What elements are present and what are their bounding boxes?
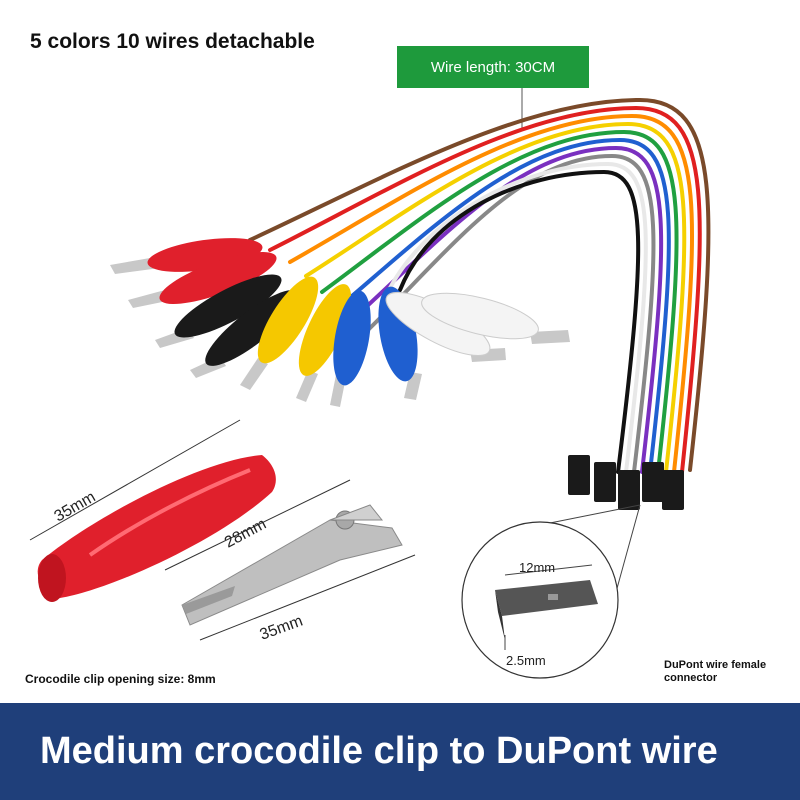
headline: 5 colors 10 wires detachable <box>30 30 315 53</box>
clip-white-1 <box>385 291 506 362</box>
dupont-connector <box>662 470 684 510</box>
wire-red <box>268 105 702 474</box>
clip-red-2 <box>128 252 277 308</box>
wire-purple <box>350 145 664 474</box>
wire-black <box>398 169 641 474</box>
dupont-connector <box>594 462 616 502</box>
wire-green <box>320 129 679 474</box>
bottom-banner: Medium crocodile clip to DuPont wire <box>0 703 800 800</box>
wire-blue <box>336 137 671 474</box>
dupont-connector <box>568 455 590 495</box>
wire-grey <box>366 153 656 474</box>
clip-opening-caption: Crocodile clip opening size: 8mm <box>25 672 216 686</box>
crocodile-clips <box>110 238 570 407</box>
clip-length-dimension-line <box>199 554 416 641</box>
dupont-connectors <box>568 455 684 510</box>
detail-pointer-line <box>539 504 641 526</box>
red-sleeve <box>37 455 276 602</box>
connector-caption-line1: DuPont wire female <box>664 659 767 671</box>
wire-length-badge: Wire length: 30CM <box>397 46 589 88</box>
clip-black-1 <box>155 274 282 348</box>
ribbon-cable <box>248 97 711 474</box>
connector-caption-line2: connector <box>664 672 718 684</box>
sleeve-length-label: 35mm <box>52 489 99 526</box>
connector-closeup <box>495 564 598 650</box>
clip-yellow-2 <box>296 284 352 402</box>
connector-pitch-label: 2.5mm <box>506 653 546 668</box>
clip-width-dimension-line <box>164 479 351 571</box>
clip-length-label: 35mm <box>258 613 306 644</box>
dupont-connector <box>642 462 664 502</box>
connector-caption: DuPont wire female connector <box>664 659 789 685</box>
dupont-connector <box>618 470 640 510</box>
sleeve-dimension-line <box>29 419 241 541</box>
connector-length-label: 12mm <box>519 560 555 575</box>
clip-blue-1 <box>330 290 371 407</box>
wire-white <box>382 161 648 474</box>
wire-yellow <box>304 121 687 474</box>
clip-white-2 <box>421 292 570 344</box>
clip-yellow-1 <box>240 276 319 390</box>
metal-crocodile-clip <box>181 504 403 626</box>
wire-orange <box>288 113 695 474</box>
wire-brown <box>248 97 711 472</box>
